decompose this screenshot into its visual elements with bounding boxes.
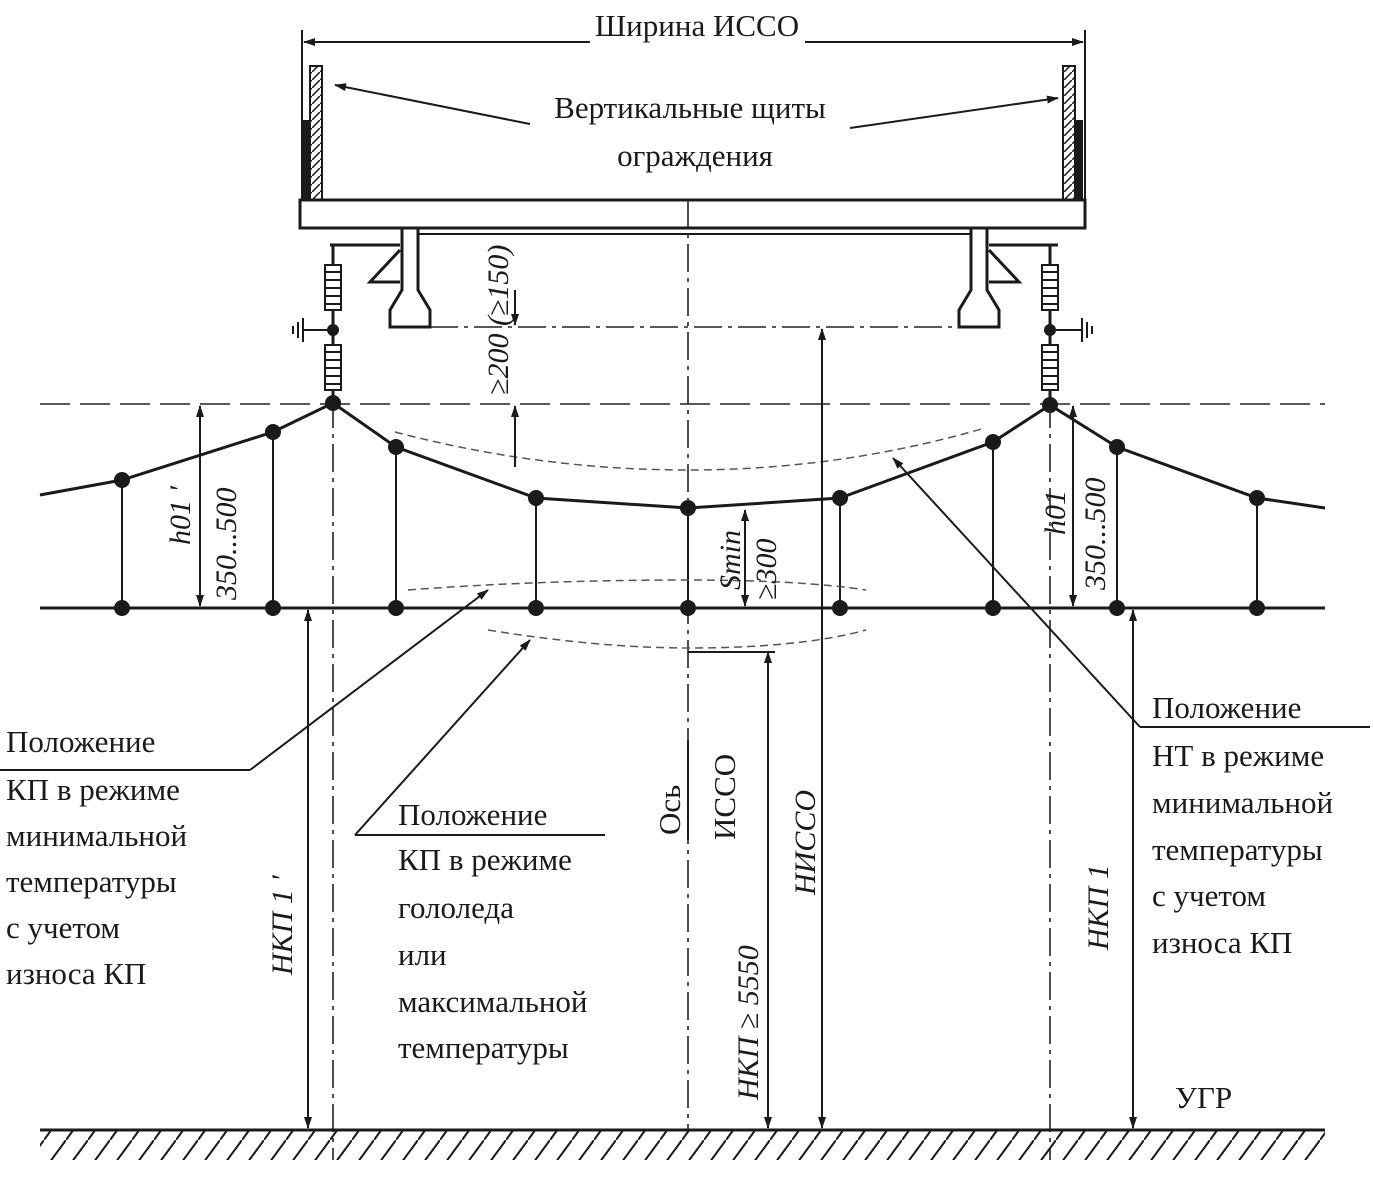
dimensions: h01 ′ 350...500 h01 350...500 Smin ≥300 … xyxy=(164,245,1137,1129)
width-dimension: Ширина ИССО xyxy=(301,8,1086,200)
note-right-line: минимальной xyxy=(1152,785,1333,820)
note-middle: Положение КП в режиме гололеда или макси… xyxy=(354,639,605,1065)
ugr-label: УГР xyxy=(1175,1080,1232,1115)
kp-ice-curve xyxy=(487,629,867,649)
smin-label: Smin xyxy=(714,530,747,590)
note-left-line: минимальной xyxy=(6,818,187,853)
note-left-line: температуры xyxy=(6,864,177,899)
note-left-line: с учетом xyxy=(6,910,120,945)
width-label: Ширина ИССО xyxy=(595,8,799,43)
h01-left-range: 350...500 xyxy=(210,488,243,602)
note-middle-line: или xyxy=(398,937,447,972)
note-middle-line: Положение xyxy=(398,797,547,832)
note-right-line: износа КП xyxy=(1152,925,1292,960)
smin-value: ≥300 xyxy=(750,539,783,600)
ground-icon-right xyxy=(1056,318,1093,342)
ground: УГР xyxy=(40,1080,1325,1160)
kp-min-temp-curve xyxy=(407,579,867,591)
note-right-line: температуры xyxy=(1152,832,1323,867)
h01-left-label: h01 ′ xyxy=(164,486,197,546)
shields-label-line1: Вертикальные щиты xyxy=(554,90,826,125)
note-right-line: Положение xyxy=(1152,690,1301,725)
note-left-line: КП в режиме xyxy=(6,772,180,807)
axis-label-line2: ИССО xyxy=(707,754,742,840)
axis-label-line1: Ось xyxy=(652,785,687,835)
h-kp-label: HКП ≥ 5550 xyxy=(732,945,765,1101)
clearance-label: ≥200 (≥150) xyxy=(482,245,515,395)
vertical-shields: Вертикальные щиты ограждения xyxy=(302,65,1083,201)
note-right-line: с учетом xyxy=(1152,878,1266,913)
note-left: Положение КП в режиме минимальной темпер… xyxy=(0,589,489,991)
shields-label-line2: ограждения xyxy=(617,138,773,173)
h-kp1-left-label: HКП 1 ′ xyxy=(266,875,299,976)
h01-right-label: h01 xyxy=(1039,490,1072,535)
nt-min-temp-curve xyxy=(394,427,986,471)
note-left-line: износа КП xyxy=(6,956,146,991)
note-middle-line: температуры xyxy=(398,1030,569,1065)
note-middle-line: гололеда xyxy=(398,890,514,925)
h-kp1-right-label: HКП 1 xyxy=(1082,864,1115,951)
ground-icon-left xyxy=(292,318,327,342)
h-isso-label: HИССО xyxy=(789,790,822,896)
bridge-structure xyxy=(298,198,1087,329)
note-right-line: НТ в режиме xyxy=(1152,738,1324,773)
axis-label: Ось ИССО xyxy=(652,740,742,840)
h01-right-range: 350...500 xyxy=(1079,478,1112,592)
note-left-line: Положение xyxy=(6,724,155,759)
note-middle-line: КП в режиме xyxy=(398,842,572,877)
note-middle-line: максимальной xyxy=(398,984,588,1019)
insulators xyxy=(292,243,1093,402)
note-right: Положение НТ в режиме минимальной темпер… xyxy=(892,457,1370,960)
